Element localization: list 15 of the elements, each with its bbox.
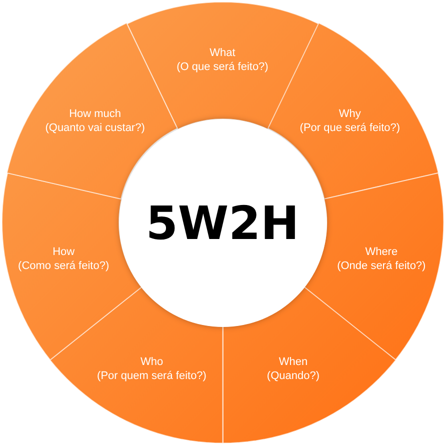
segment-question: (O que será feito?) xyxy=(176,60,268,74)
segment-heading: Why xyxy=(338,106,361,121)
segment-question: (Quando?) xyxy=(266,369,320,384)
segment-heading: Where xyxy=(365,244,398,259)
segment-heading: What xyxy=(210,46,236,60)
segment-question: (Quanto vai custar?) xyxy=(45,120,145,135)
segment-heading: When xyxy=(278,355,308,370)
segment-heading: How much xyxy=(69,106,122,121)
segment-heading: Who xyxy=(140,355,164,370)
segment-question: (Por quem será feito?) xyxy=(97,369,206,384)
center-title: 5W2H xyxy=(146,196,300,250)
segment-question: (Onde será feito?) xyxy=(337,258,426,273)
segment-question: (Por que será feito?) xyxy=(300,120,400,135)
segment-heading: How xyxy=(52,244,75,259)
segment-question: (Como será feito?) xyxy=(18,258,110,273)
